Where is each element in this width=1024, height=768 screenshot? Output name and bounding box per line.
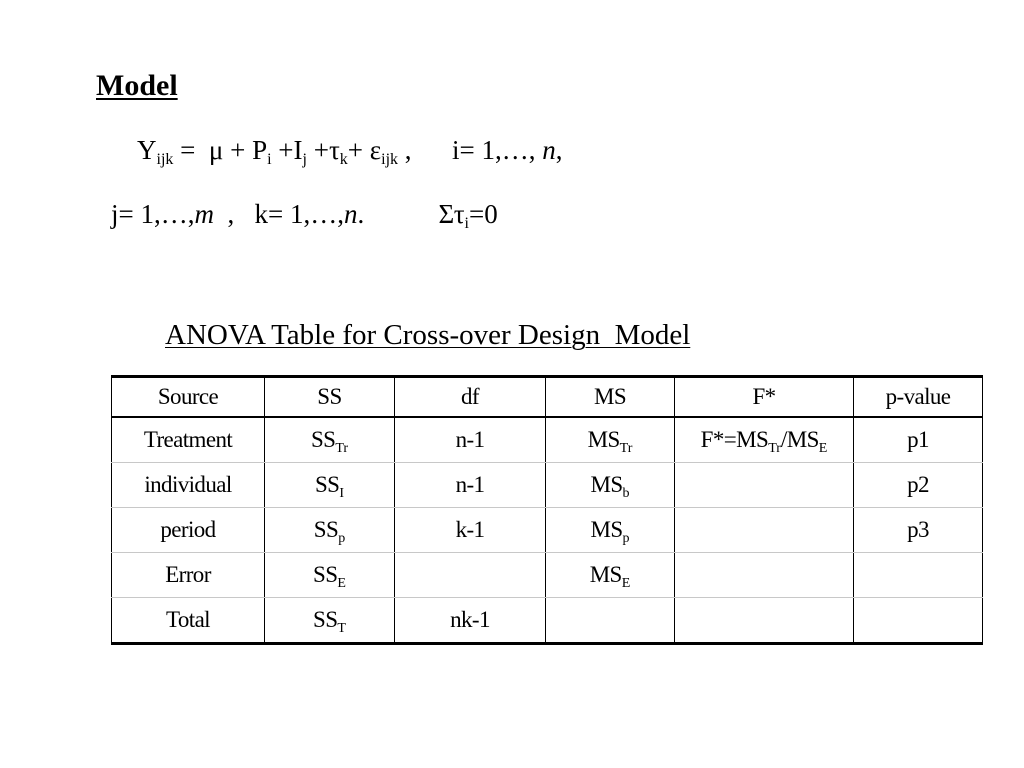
eq-i: +I	[271, 135, 303, 165]
cell-ss: SSI	[264, 462, 395, 508]
cell-f	[674, 462, 854, 508]
cell-ss: SSp	[264, 507, 395, 553]
header-f: F*	[674, 376, 854, 418]
eq-zero: =0	[469, 199, 498, 229]
table-header-row: Source SS df MS F* p-value	[111, 376, 983, 418]
cell-p-value: p3	[853, 507, 983, 553]
header-df: df	[394, 376, 546, 418]
table-row-error: Error SSE MSE	[111, 552, 983, 598]
eq-epsilon-subscript: ijk	[381, 151, 399, 168]
header-source: Source	[111, 376, 265, 418]
table-row-individual: individual SSI n-1 MSb p2	[111, 462, 983, 508]
model-heading: Model	[96, 69, 178, 102]
cell-source: Error	[111, 552, 265, 598]
model-equation-line-2: j= 1,…,m , k= 1,…,n. Στi=0	[111, 197, 498, 232]
eq-y-subscript: ijk	[156, 151, 174, 168]
table-row-treatment: Treatment SSTr n-1 MSTr F*=MSTr/MSE p1	[111, 417, 983, 463]
eq-sum-tau: . Στ	[357, 199, 465, 229]
eq-epsilon: + ε	[347, 135, 382, 165]
cell-f	[674, 507, 854, 553]
eq-k-range: , k= 1,…,	[213, 199, 344, 229]
cell-df: n-1	[394, 462, 546, 508]
cell-source: Total	[111, 597, 265, 644]
cell-ss: SSTr	[264, 417, 395, 463]
cell-ms: MSE	[545, 552, 675, 598]
cell-source: individual	[111, 462, 265, 508]
cell-ms	[545, 597, 675, 644]
eq-sum-tau-subscript: i	[464, 215, 469, 232]
cell-p-value	[853, 597, 983, 644]
header-ms: MS	[545, 376, 675, 418]
cell-ms: MSp	[545, 507, 675, 553]
cell-source: Treatment	[111, 417, 265, 463]
eq-p-subscript: i	[267, 151, 272, 168]
cell-f	[674, 597, 854, 644]
header-ss: SS	[264, 376, 395, 418]
cell-source: period	[111, 507, 265, 553]
eq-i-range: , i= 1,…,	[398, 135, 543, 165]
table-row-period: period SSp k-1 MSp p3	[111, 507, 983, 553]
cell-p-value	[853, 552, 983, 598]
eq-y: Y	[137, 135, 157, 165]
eq-i-subscript: j	[302, 151, 307, 168]
anova-table: Source SS df MS F* p-value Treatment SST…	[111, 375, 983, 645]
cell-ms: MSb	[545, 462, 675, 508]
eq-j-range: j= 1,…,	[111, 199, 195, 229]
eq-tau-subscript: k	[339, 151, 348, 168]
cell-df: k-1	[394, 507, 546, 553]
cell-ss: SSE	[264, 552, 395, 598]
cell-ss: SST	[264, 597, 395, 644]
anova-table-title: ANOVA Table for Cross-over Design Model	[165, 319, 691, 351]
cell-p-value: p1	[853, 417, 983, 463]
cell-df	[394, 552, 546, 598]
eq-n2-italic: n	[343, 199, 358, 229]
header-p-value: p-value	[853, 376, 983, 418]
cell-f	[674, 552, 854, 598]
table-row-total: Total SST nk-1	[111, 597, 983, 644]
cell-ms: MSTr	[545, 417, 675, 463]
cell-df: nk-1	[394, 597, 546, 644]
eq-m-italic: m	[194, 199, 214, 229]
eq-comma: ,	[555, 135, 563, 165]
cell-p-value: p2	[853, 462, 983, 508]
eq-tau: +τ	[306, 135, 340, 165]
cell-df: n-1	[394, 417, 546, 463]
cell-f: F*=MSTr/MSE	[674, 417, 854, 463]
eq-n-italic: n	[542, 135, 556, 165]
eq-mu-p: = μ + P	[173, 135, 268, 165]
model-equation-line-1: Yijk = μ + Pi +Ij +τk+ εijk , i= 1,…, n,	[137, 133, 563, 168]
